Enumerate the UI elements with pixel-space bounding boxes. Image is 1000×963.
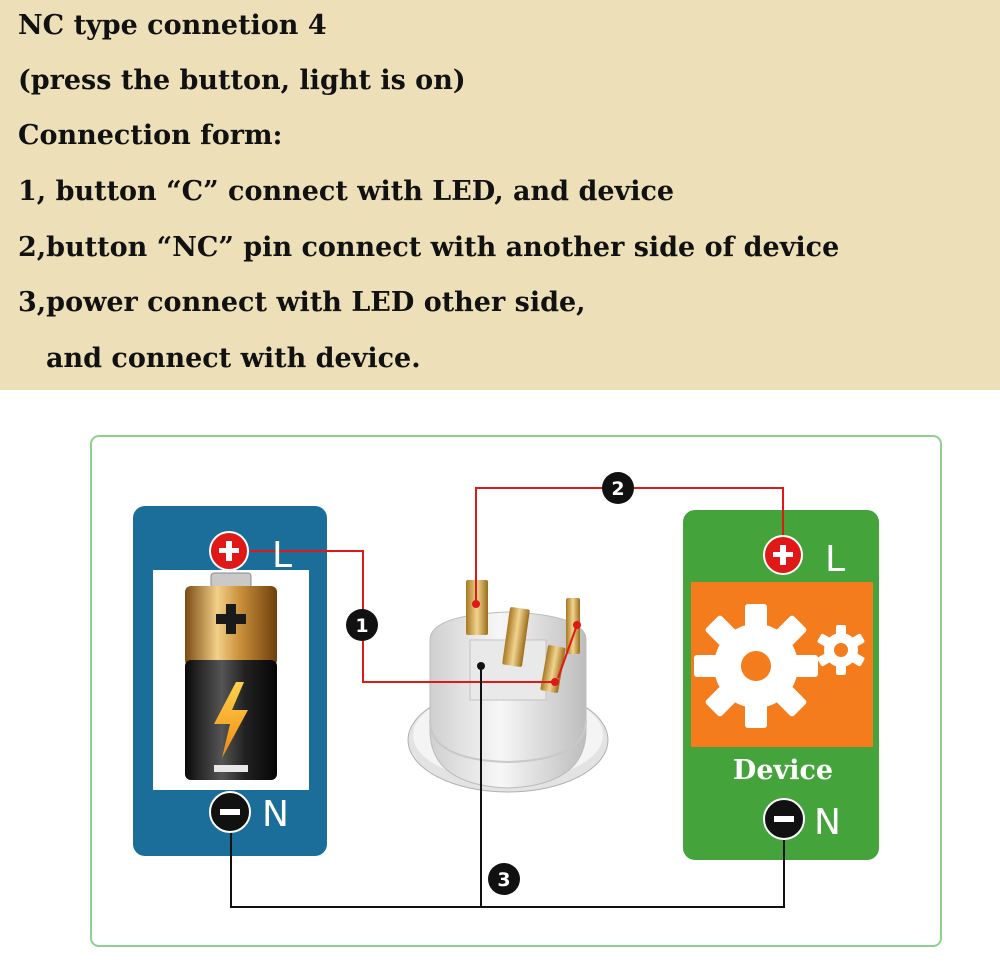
battery-icon	[185, 572, 277, 780]
device-l-label: L	[825, 539, 845, 580]
device-label: Device	[733, 755, 833, 786]
connection-form-heading: Connection form:	[18, 120, 283, 151]
device-minus-terminal	[763, 798, 805, 840]
step-3-continuation: and connect with device.	[46, 343, 421, 374]
subtitle-line: (press the button, light is on)	[18, 65, 466, 96]
device-n-label: N	[814, 802, 841, 843]
device-plus-terminal	[763, 535, 803, 575]
svg-text:2: 2	[611, 478, 624, 500]
step-1-line: 1, button “C” connect with LED, and devi…	[18, 176, 675, 207]
junction-dot	[551, 678, 559, 686]
wire-led-link	[557, 624, 578, 679]
title-line: NC type connetion 4	[18, 10, 327, 41]
wire-marker-2: 2	[602, 472, 634, 504]
device-panel: Device	[683, 510, 879, 860]
battery-plus-terminal	[209, 531, 249, 571]
junction-dot	[472, 600, 480, 608]
step-3-line: 3,power connect with LED other side,	[18, 287, 586, 318]
wiring-diagram: Device L	[0, 390, 1000, 959]
push-button-switch	[407, 580, 609, 793]
junction-dot	[477, 662, 485, 670]
junction-dot	[573, 621, 581, 629]
svg-text:1: 1	[355, 615, 368, 637]
battery-l-label: L	[272, 535, 292, 576]
instructions-header: NC type connetion 4 (press the button, l…	[0, 0, 1000, 390]
battery-minus-terminal	[209, 791, 251, 833]
battery-panel	[133, 506, 327, 856]
battery-n-label: N	[262, 794, 289, 835]
wire-3	[230, 812, 785, 908]
wire-marker-1: 1	[346, 609, 378, 641]
wire-marker-3: 3	[488, 863, 520, 895]
switch-terminal-tabs	[466, 580, 580, 693]
step-2-line: 2,button “NC” pin connect with another s…	[18, 232, 840, 263]
gear-icon	[694, 604, 865, 728]
svg-text:3: 3	[497, 869, 510, 891]
